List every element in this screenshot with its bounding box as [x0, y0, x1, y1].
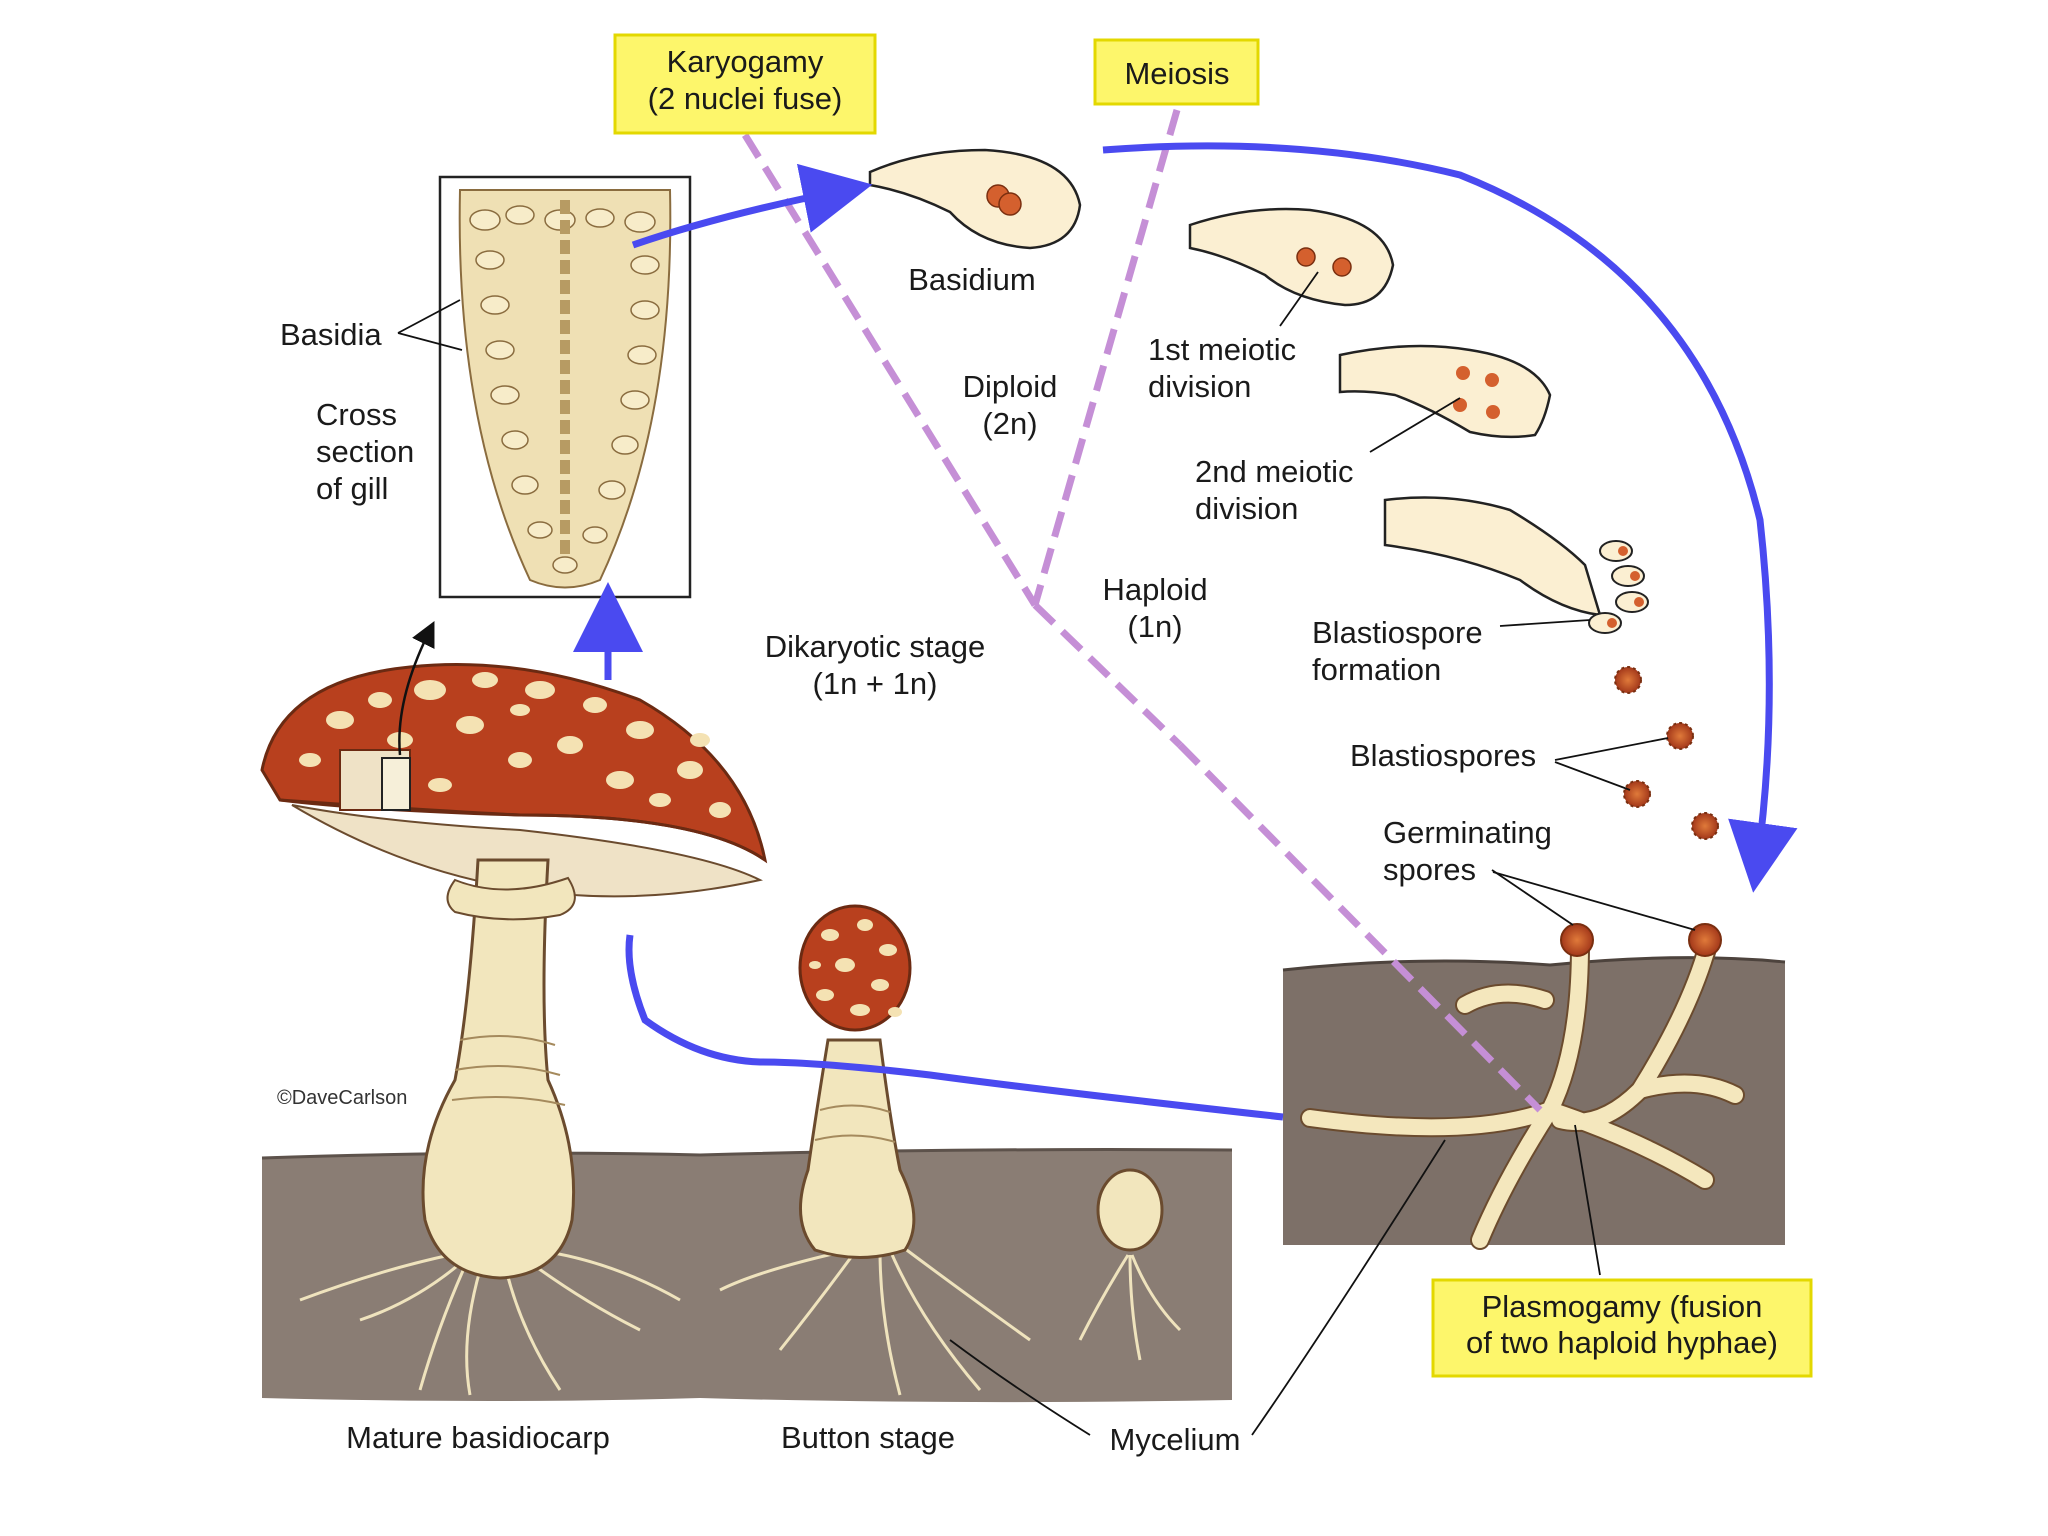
mature-basidiocarp-illustration	[260, 663, 768, 1280]
meiosis-highlight: Meiosis	[1093, 38, 1260, 106]
blastiospore-dots	[1614, 666, 1719, 840]
basidium-cell	[868, 148, 1082, 250]
copyright-notice: ©DaveCarlson	[277, 1087, 407, 1109]
second-meiotic-label-1: 2nd meiotic	[1195, 454, 1354, 489]
soil-ground	[261, 1148, 1233, 1403]
meiosis-label: Meiosis	[1124, 56, 1229, 91]
first-meiotic-cell	[1188, 207, 1395, 307]
cross-section-label-2: section	[316, 434, 414, 469]
button-stage-illustration	[798, 904, 916, 1259]
dikaryotic-label: Dikaryotic stage	[765, 629, 986, 664]
haploid-label: Haploid	[1102, 572, 1207, 607]
first-meiotic-label-2: division	[1148, 369, 1251, 404]
diploid-label: Diploid	[963, 369, 1058, 404]
cross-section-label-1: Cross	[316, 397, 397, 432]
blastiospore-formation-label-1: Blastiospore	[1312, 615, 1483, 650]
button-stage-label: Button stage	[781, 1420, 955, 1455]
germinating-label-2: spores	[1383, 852, 1476, 887]
primordium-illustration	[1096, 1168, 1164, 1252]
diploid-ploidy: (2n)	[982, 406, 1037, 441]
karyogamy-sublabel: (2 nuclei fuse)	[648, 81, 843, 116]
dikaryotic-ploidy: (1n + 1n)	[813, 666, 938, 701]
second-meiotic-label-2: division	[1195, 491, 1298, 526]
blastiospore-formation-label-2: formation	[1312, 652, 1441, 687]
karyogamy-label: Karyogamy	[667, 44, 824, 79]
mycelium-label: Mycelium	[1110, 1422, 1241, 1457]
basidia-label: Basidia	[280, 317, 382, 352]
plasmogamy-highlight: Plasmogamy (fusion of two haploid hyphae…	[1431, 1278, 1813, 1378]
plasmogamy-label: Plasmogamy (fusion	[1482, 1289, 1763, 1324]
gill-cross-section-illustration	[438, 175, 692, 599]
blastiospore-formation-cell	[1383, 496, 1649, 634]
mature-basidiocarp-label: Mature basidiocarp	[346, 1420, 610, 1455]
basidium-label: Basidium	[908, 262, 1036, 297]
blastiospores-label: Blastiospores	[1350, 738, 1536, 773]
germinating-label-1: Germinating	[1383, 815, 1552, 850]
haploid-ploidy: (1n)	[1127, 609, 1182, 644]
life-cycle-arrows	[573, 142, 1798, 1121]
plasmogamy-sublabel: of two haploid hyphae)	[1466, 1325, 1778, 1360]
karyogamy-highlight: Karyogamy (2 nuclei fuse)	[613, 33, 877, 135]
cross-section-label-3: of gill	[316, 471, 388, 506]
germinating-spore-dots	[1560, 923, 1722, 957]
leader-lines	[397, 271, 1696, 1436]
phase-division-lines	[742, 109, 1543, 1113]
haploid-hyphae	[1300, 935, 1745, 1250]
second-meiotic-cell	[1338, 344, 1552, 439]
first-meiotic-label-1: 1st meiotic	[1148, 332, 1296, 367]
